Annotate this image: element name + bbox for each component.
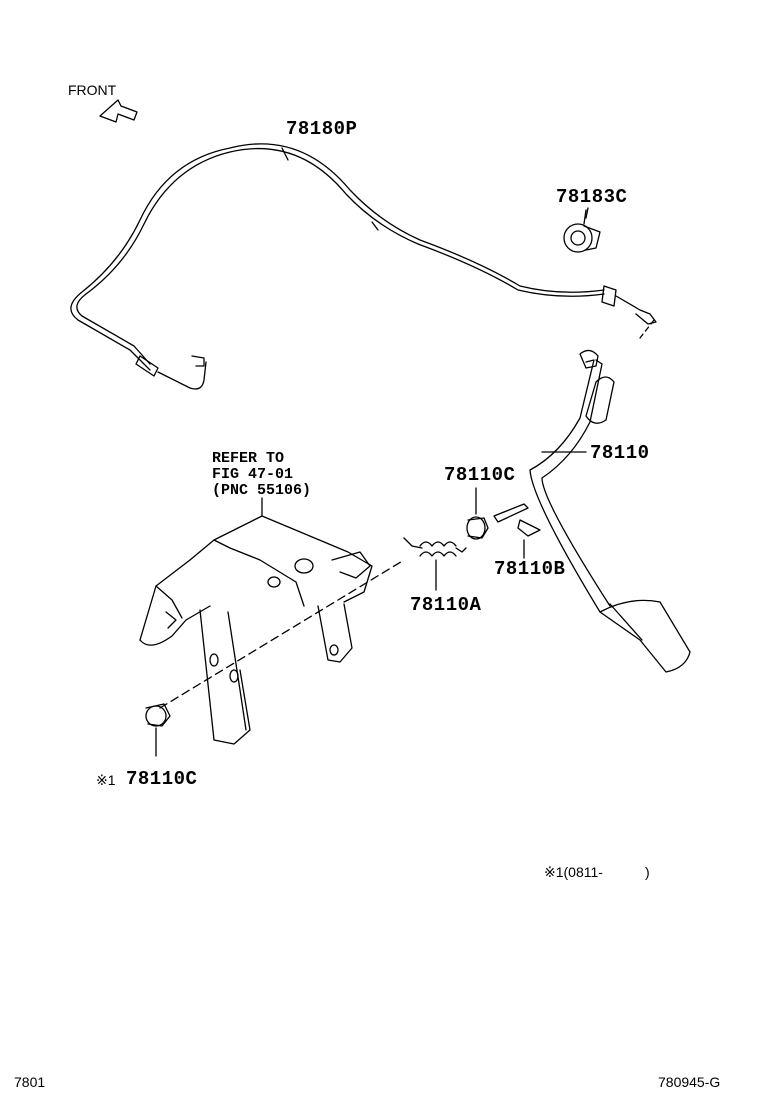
part-label-78110a[interactable]: 78110A bbox=[410, 594, 482, 616]
pedal-bracket bbox=[140, 498, 372, 744]
part-label-78110c-lower[interactable]: 78110C bbox=[126, 768, 198, 790]
refer-line-3[interactable]: (PNC 55106) bbox=[212, 482, 312, 499]
clamp-leader-line bbox=[584, 210, 586, 224]
refer-line-2[interactable]: FIG 47-01 bbox=[212, 466, 294, 483]
throttle-cable bbox=[71, 144, 656, 389]
assembly-line bbox=[160, 560, 404, 708]
footnote-mark: ※1 bbox=[96, 772, 116, 788]
part-label-78110c-upper[interactable]: 78110C bbox=[444, 464, 516, 486]
part-label-78110[interactable]: 78110 bbox=[590, 442, 650, 464]
pedal-pin bbox=[494, 504, 540, 558]
part-label-78110b[interactable]: 78110B bbox=[494, 558, 566, 580]
part-label-78180p[interactable]: 78180P bbox=[286, 118, 358, 140]
accelerator-pedal-arm bbox=[530, 350, 690, 672]
footnote-date: ※1(0811- bbox=[544, 864, 603, 880]
return-spring bbox=[404, 538, 466, 590]
page-code-left: 7801 bbox=[14, 1074, 46, 1090]
page-code-right: 780945-G bbox=[658, 1074, 721, 1090]
cable-clamp bbox=[564, 208, 600, 252]
bushing-upper bbox=[467, 488, 488, 539]
bushing-lower bbox=[146, 704, 170, 756]
front-arrow-icon bbox=[100, 100, 137, 122]
part-label-78183c[interactable]: 78183C bbox=[556, 186, 628, 208]
footnote-close: ) bbox=[645, 864, 650, 880]
refer-line-1: REFER TO bbox=[212, 450, 285, 467]
front-label: FRONT bbox=[68, 82, 117, 98]
